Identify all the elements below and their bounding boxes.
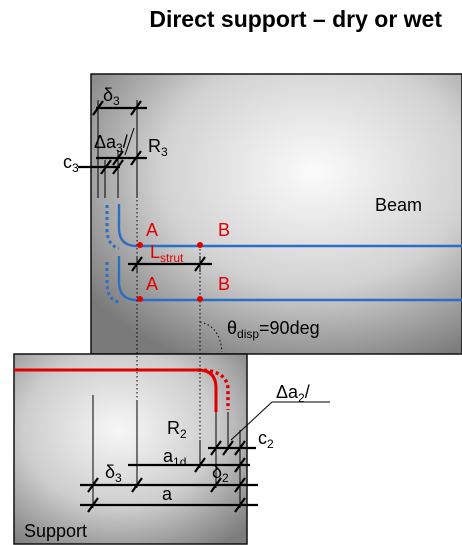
beam-bottom-rebar-bend-zone (105, 262, 120, 304)
diagram-title: Direct support – dry or wet (149, 6, 442, 32)
r3-label: R3 (148, 136, 168, 159)
a-label: a (162, 484, 173, 504)
point-b-top (197, 242, 203, 248)
l-strut-label: Lstrut (150, 242, 184, 265)
a1d-label: a1d (163, 446, 186, 469)
support-label: Support (24, 521, 87, 541)
theta-label: θdisp=90deg (227, 318, 320, 341)
delta-a2-label: Δa2/ (276, 382, 310, 405)
point-a-bottom (137, 296, 143, 302)
r2-label: R2 (167, 418, 187, 441)
delta3-bottom-label: δ3 (105, 462, 122, 485)
delta-a2-leader (230, 401, 273, 441)
beam-body (90, 73, 462, 355)
theta-arc (199, 321, 223, 353)
beam-label: Beam (375, 195, 422, 215)
point-b-bottom-label: B (218, 274, 230, 294)
delta-a3-label: Δa3/ (94, 132, 128, 155)
beam-bottom-rebar (117, 256, 462, 302)
point-a-top (137, 242, 143, 248)
point-a-top-label: A (146, 220, 158, 240)
beam-top-rebar (117, 204, 462, 248)
point-b-top-label: B (218, 220, 230, 240)
point-a-bottom-label: A (146, 274, 158, 294)
c3-label: c3 (63, 152, 79, 175)
point-b-bottom (197, 296, 203, 302)
c2-label: c2 (258, 428, 274, 451)
delta3-top-label: δ3 (103, 85, 120, 108)
delta2-label: δ2 (212, 462, 229, 485)
support-rebar-bend-zone (197, 368, 230, 410)
